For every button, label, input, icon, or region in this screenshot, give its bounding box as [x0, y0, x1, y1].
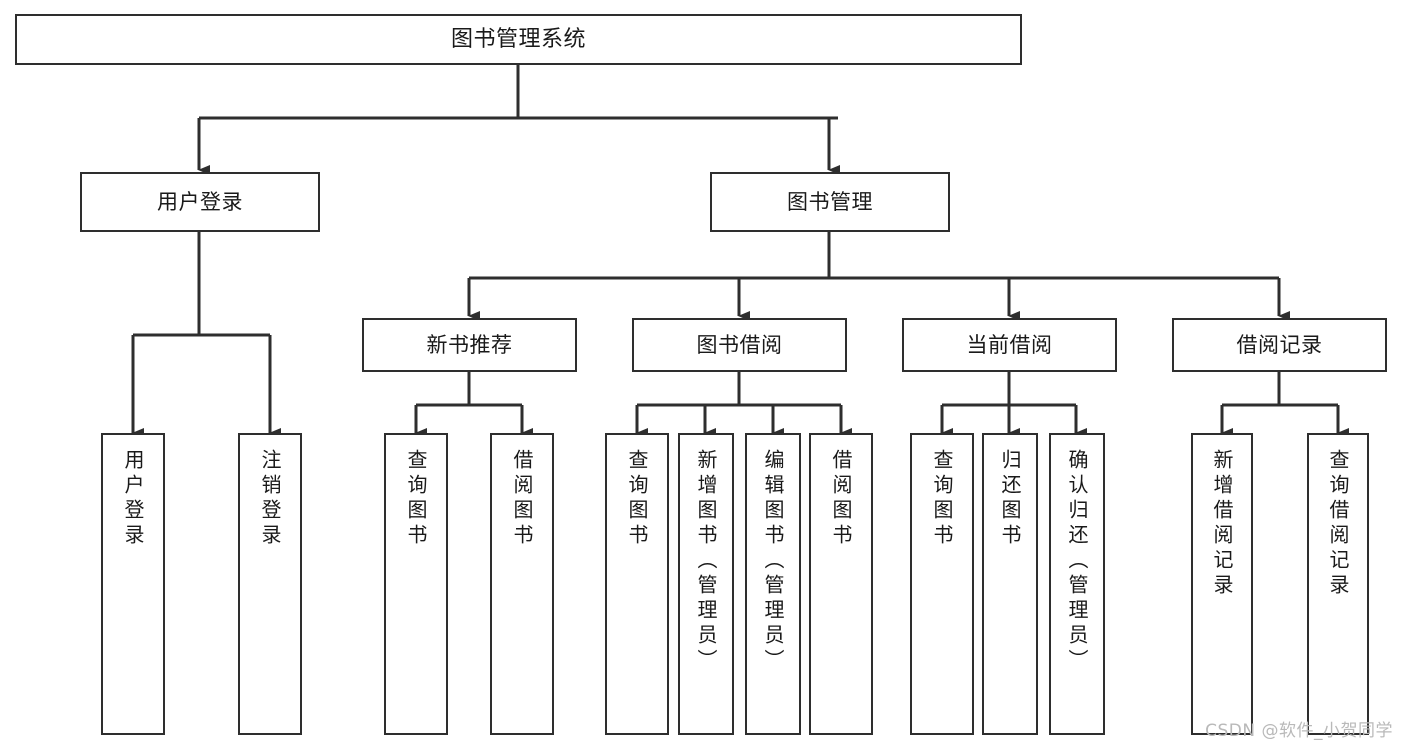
leaf-query-book-3[interactable]: 查询图书 [910, 433, 974, 735]
leaf-query-book-3-label: 查询图书 [930, 449, 954, 549]
leaf-query-book-2-label: 查询图书 [625, 449, 649, 549]
leaf-add-record-label: 新增借阅记录 [1210, 449, 1234, 599]
node-new-book-recommend-label: 新书推荐 [426, 332, 513, 357]
leaf-return-book[interactable]: 归还图书 [982, 433, 1038, 735]
leaf-logout-label: 注销登录 [258, 449, 282, 549]
node-book-manage[interactable]: 图书管理 [710, 172, 950, 232]
leaf-add-book-label: 新增图书（管理员） [694, 449, 718, 674]
leaf-user-login[interactable]: 用户登录 [101, 433, 165, 735]
node-new-book-recommend[interactable]: 新书推荐 [362, 318, 577, 372]
node-book-borrow-label: 图书借阅 [696, 332, 783, 357]
leaf-borrow-book-2-label: 借阅图书 [829, 449, 853, 549]
node-borrow-record-label: 借阅记录 [1236, 332, 1323, 357]
leaf-logout[interactable]: 注销登录 [238, 433, 302, 735]
node-root-label: 图书管理系统 [450, 26, 586, 52]
watermark-text: CSDN @软件_小贺同学 [1205, 721, 1393, 741]
leaf-confirm-return-label: 确认归还（管理员） [1065, 449, 1089, 674]
node-current-borrow-label: 当前借阅 [966, 332, 1053, 357]
node-book-borrow[interactable]: 图书借阅 [632, 318, 847, 372]
leaf-add-record[interactable]: 新增借阅记录 [1191, 433, 1253, 735]
leaf-edit-book-label: 编辑图书（管理员） [761, 449, 785, 674]
leaf-query-book-1[interactable]: 查询图书 [384, 433, 448, 735]
leaf-query-record[interactable]: 查询借阅记录 [1307, 433, 1369, 735]
leaf-edit-book[interactable]: 编辑图书（管理员） [745, 433, 801, 735]
leaf-borrow-book-1[interactable]: 借阅图书 [490, 433, 554, 735]
node-root[interactable]: 图书管理系统 [15, 14, 1022, 65]
leaf-borrow-book-2[interactable]: 借阅图书 [809, 433, 873, 735]
leaf-query-record-label: 查询借阅记录 [1326, 449, 1350, 599]
node-user-login-label: 用户登录 [157, 189, 243, 214]
leaf-return-book-label: 归还图书 [998, 449, 1022, 549]
leaf-borrow-book-1-label: 借阅图书 [510, 449, 534, 549]
node-book-manage-label: 图书管理 [787, 189, 873, 214]
node-current-borrow[interactable]: 当前借阅 [902, 318, 1117, 372]
leaf-query-book-1-label: 查询图书 [404, 449, 428, 549]
node-borrow-record[interactable]: 借阅记录 [1172, 318, 1387, 372]
leaf-query-book-2[interactable]: 查询图书 [605, 433, 669, 735]
leaf-user-login-label: 用户登录 [121, 449, 145, 549]
leaf-confirm-return[interactable]: 确认归还（管理员） [1049, 433, 1105, 735]
node-user-login[interactable]: 用户登录 [80, 172, 320, 232]
leaf-add-book[interactable]: 新增图书（管理员） [678, 433, 734, 735]
